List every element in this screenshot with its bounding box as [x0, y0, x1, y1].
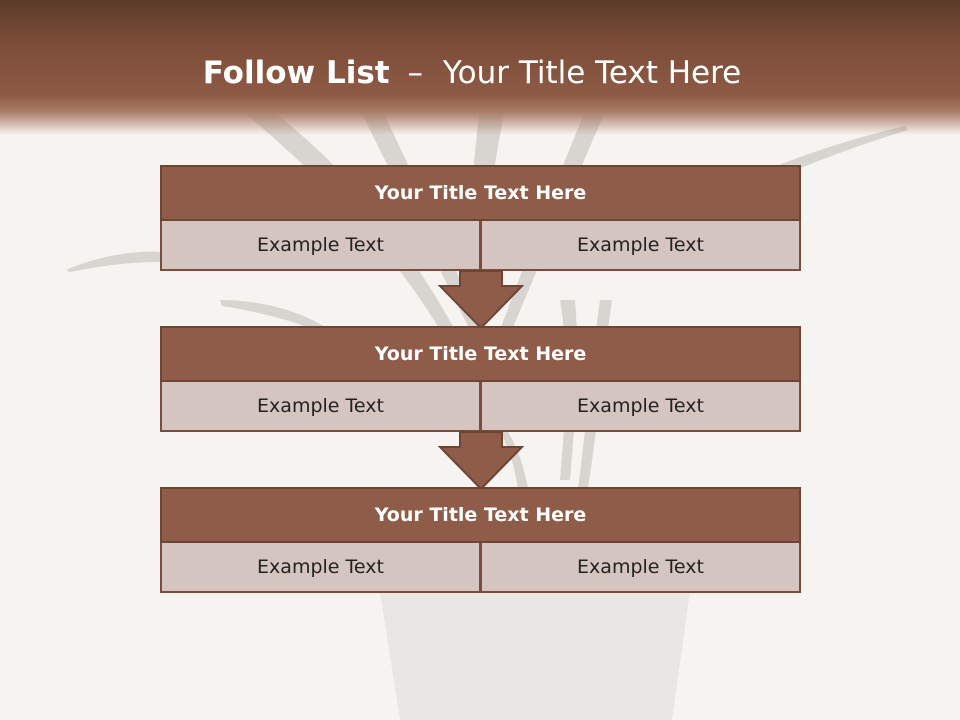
block-row: Example Text Example Text	[160, 221, 801, 271]
block-row: Example Text Example Text	[160, 543, 801, 593]
block-cell-right: Example Text	[481, 543, 801, 593]
list-block-2: Your Title Text Here Example Text Exampl…	[160, 326, 801, 432]
header-band	[0, 0, 960, 135]
slide-title: Follow List – Your Title Text Here	[0, 55, 944, 91]
list-block-1: Your Title Text Here Example Text Exampl…	[160, 165, 801, 271]
block-title: Your Title Text Here	[160, 487, 801, 543]
block-cell-right: Example Text	[481, 382, 801, 432]
block-title: Your Title Text Here	[160, 326, 801, 382]
down-arrow-2	[438, 431, 524, 491]
block-cell-left: Example Text	[160, 543, 481, 593]
block-row: Example Text Example Text	[160, 382, 801, 432]
block-cell-left: Example Text	[160, 382, 481, 432]
block-cell-right: Example Text	[481, 221, 801, 271]
title-bold-part: Follow List	[202, 55, 390, 91]
block-cell-left: Example Text	[160, 221, 481, 271]
title-rest: Your Title Text Here	[442, 55, 742, 91]
list-block-3: Your Title Text Here Example Text Exampl…	[160, 487, 801, 593]
down-arrow-1	[438, 270, 524, 330]
block-title: Your Title Text Here	[160, 165, 801, 221]
title-separator: –	[407, 55, 423, 91]
